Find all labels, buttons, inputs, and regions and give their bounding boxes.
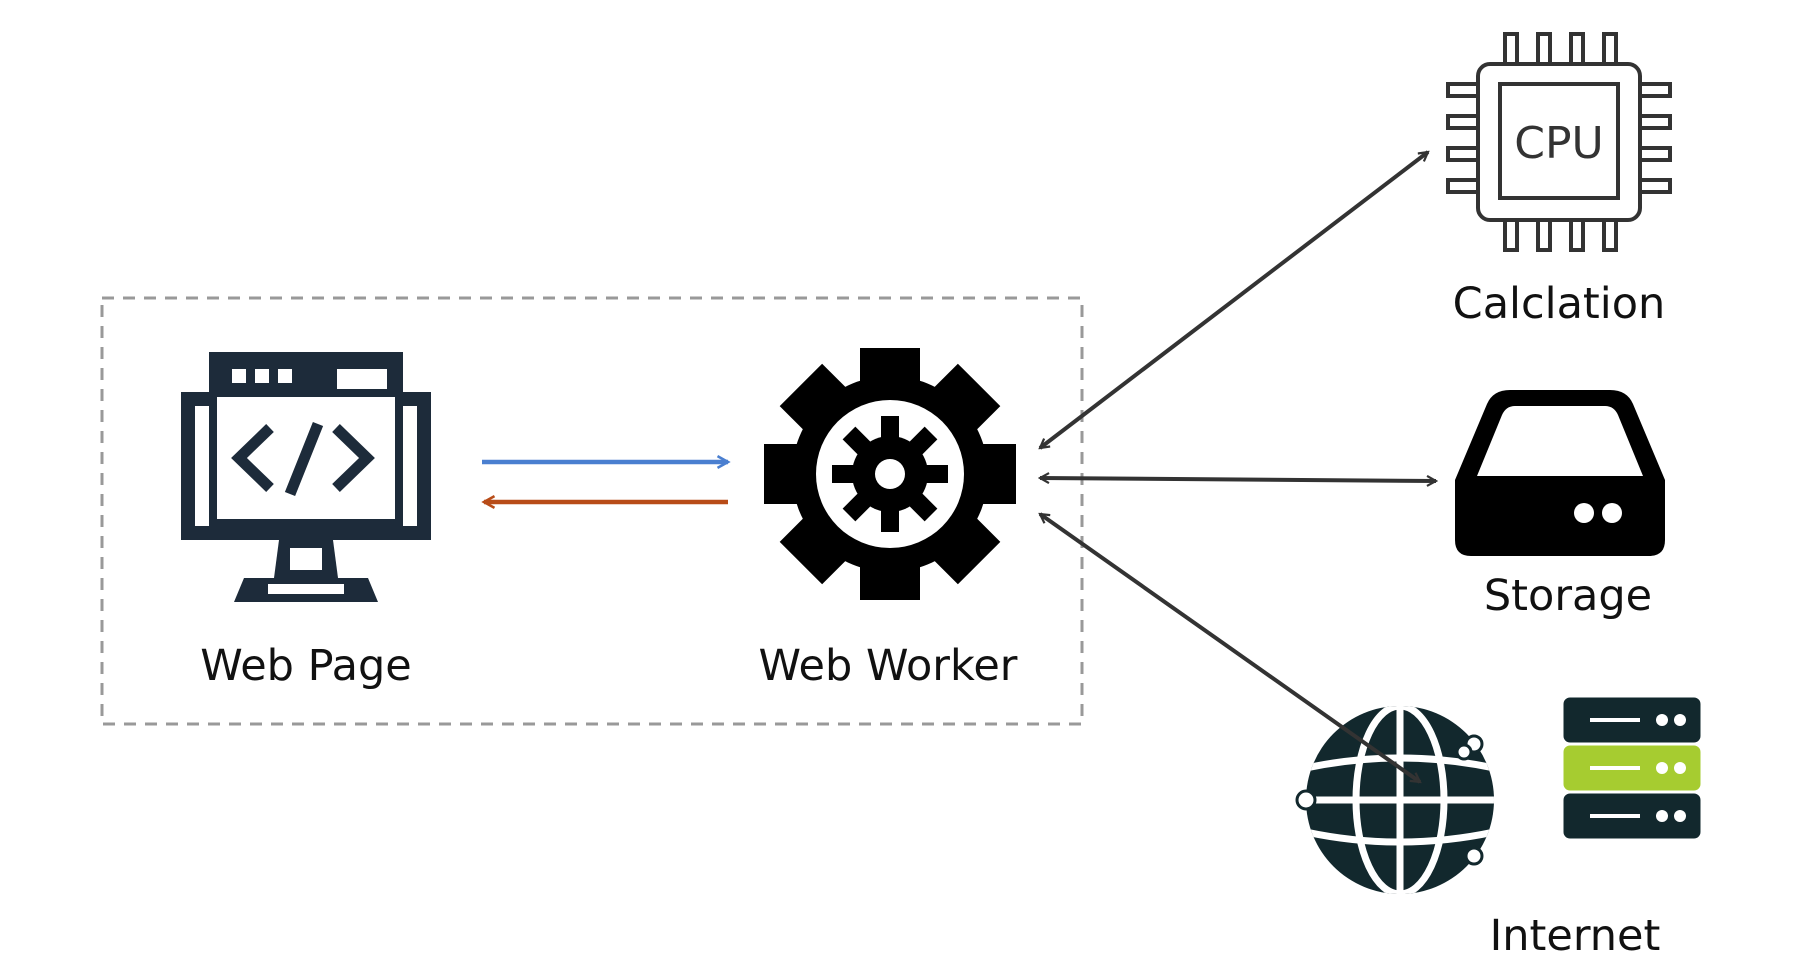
- monitor-code-icon: [181, 352, 431, 602]
- web-worker-label: Web Worker: [759, 641, 1018, 691]
- worker-cpu-arrow: [1040, 150, 1428, 450]
- gear-icon: [764, 348, 1016, 600]
- internet-label: Internet: [1490, 911, 1661, 961]
- cpu-chip-icon: [1446, 32, 1672, 252]
- calculation-label: Calclation: [1453, 279, 1666, 329]
- worker-internet-arrow: [1040, 512, 1420, 784]
- globe-server-icon: [1295, 694, 1704, 894]
- web-page-label: Web Page: [200, 641, 412, 691]
- storage-label: Storage: [1484, 571, 1652, 621]
- web-context-group-box: [100, 296, 1084, 726]
- worker-storage-arrow: [1040, 478, 1436, 481]
- hard-drive-icon: [1455, 390, 1665, 556]
- cpu-chip-label: CPU: [1514, 118, 1603, 169]
